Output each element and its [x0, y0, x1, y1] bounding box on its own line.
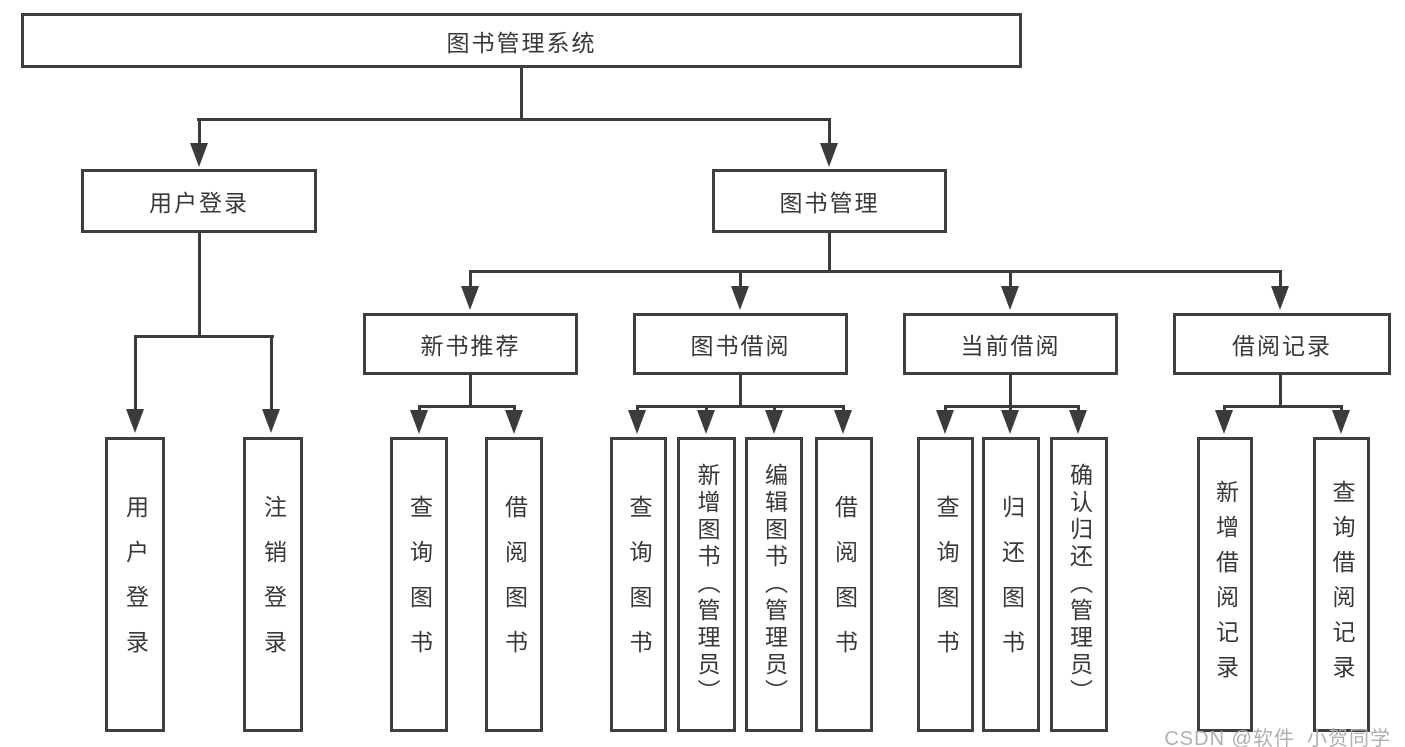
arrowhead-down-icon	[731, 286, 749, 310]
arrowhead-down-icon	[1069, 410, 1087, 434]
leaf-user-login: 用户登录	[105, 437, 165, 732]
connector-hline	[418, 405, 516, 408]
connector-hline	[197, 118, 830, 121]
node-book-mgmt-label: 图书管理	[779, 190, 880, 216]
connector-hline	[134, 335, 274, 338]
arrowhead-down-icon	[1332, 410, 1350, 434]
leaf-logout-label: 注销登录	[260, 494, 287, 675]
arrowhead-down-icon	[505, 410, 523, 434]
connector-vline	[520, 68, 523, 118]
node-user-login: 用户登录	[81, 169, 317, 233]
leaf-borrow-add-books-label: 新增图书（管理员）	[694, 463, 720, 706]
arrowhead-down-icon	[628, 410, 646, 434]
arrowhead-down-icon	[936, 410, 954, 434]
node-borrow-record-label: 借阅记录	[1232, 333, 1332, 359]
watermark: CSDN @软件_小贺同学	[1164, 728, 1391, 747]
connector-vline	[773, 405, 776, 413]
arrowhead-down-icon	[410, 410, 428, 434]
connector-vline	[739, 375, 742, 405]
arrowhead-down-icon	[1001, 410, 1019, 434]
leaf-current-query-books: 查询图书	[917, 437, 974, 732]
node-current-borrow-label: 当前借阅	[960, 333, 1061, 359]
leaf-logout: 注销登录	[243, 437, 303, 732]
node-book-borrow-label: 图书借阅	[690, 333, 791, 359]
connector-vline	[828, 118, 831, 145]
node-borrow-record: 借阅记录	[1173, 313, 1391, 375]
connector-vline	[1279, 270, 1282, 288]
leaf-current-query-books-label: 查询图书	[933, 494, 959, 675]
connector-vline	[739, 270, 742, 288]
node-new-book-rec: 新书推荐	[363, 313, 578, 375]
connector-vline	[1009, 405, 1012, 413]
connector-vline	[1077, 405, 1080, 413]
leaf-current-return-books-label: 归还图书	[998, 494, 1025, 675]
connector-vline	[636, 405, 639, 413]
leaf-borrow-query-books-label: 查询图书	[626, 494, 652, 675]
connector-vline	[1223, 405, 1226, 413]
arrowhead-down-icon	[834, 410, 852, 434]
leaf-record-query-label: 查询借阅记录	[1329, 479, 1355, 690]
connector-vline	[270, 335, 273, 411]
leaf-borrow-borrow-books-label: 借阅图书	[831, 494, 858, 675]
connector-vline	[513, 405, 516, 413]
connector-vline	[1009, 375, 1012, 405]
leaf-rec-query-books-label: 查询图书	[406, 494, 433, 675]
leaf-rec-borrow-books: 借阅图书	[485, 437, 543, 732]
arrowhead-down-icon	[765, 410, 783, 434]
leaf-record-add-label: 新增借阅记录	[1212, 479, 1239, 690]
connector-vline	[134, 335, 137, 411]
node-root: 图书管理系统	[21, 13, 1022, 68]
connector-vline	[1340, 405, 1343, 413]
leaf-rec-query-books: 查询图书	[390, 437, 448, 732]
connector-vline	[828, 233, 831, 270]
connector-hline	[469, 270, 1282, 273]
connector-hline	[636, 405, 844, 408]
arrowhead-down-icon	[697, 410, 715, 434]
leaf-borrow-edit-books: 编辑图书（管理员）	[745, 437, 803, 732]
leaf-rec-borrow-books-label: 借阅图书	[501, 494, 528, 675]
connector-vline	[1009, 270, 1012, 288]
arrowhead-down-icon	[1001, 286, 1019, 310]
connector-vline	[469, 270, 472, 288]
connector-vline	[705, 405, 708, 413]
connector-vline	[1279, 375, 1282, 405]
connector-vline	[842, 405, 845, 413]
leaf-borrow-borrow-books: 借阅图书	[815, 437, 873, 732]
arrowhead-down-icon	[1215, 410, 1233, 434]
node-root-label: 图书管理系统	[446, 29, 597, 56]
leaf-user-login-label: 用户登录	[122, 494, 149, 675]
leaf-record-add: 新增借阅记录	[1197, 437, 1253, 732]
leaf-borrow-edit-books-label: 编辑图书（管理员）	[761, 463, 788, 706]
arrowhead-down-icon	[1271, 286, 1289, 310]
connector-vline	[469, 375, 472, 405]
leaf-current-return-books: 归还图书	[982, 437, 1040, 732]
connector-vline	[198, 233, 201, 335]
leaf-borrow-query-books: 查询图书	[610, 437, 667, 732]
connector-vline	[418, 405, 421, 413]
node-book-mgmt: 图书管理	[712, 169, 947, 233]
node-user-login-label: 用户登录	[149, 190, 249, 216]
connector-vline	[198, 118, 201, 145]
arrowhead-down-icon	[461, 286, 479, 310]
arrowhead-down-icon	[262, 409, 280, 433]
node-new-book-rec-label: 新书推荐	[420, 333, 521, 359]
arrowhead-down-icon	[820, 143, 838, 167]
arrowhead-down-icon	[190, 143, 208, 167]
node-book-borrow: 图书借阅	[633, 313, 848, 375]
connector-hline	[1223, 405, 1342, 408]
leaf-record-query: 查询借阅记录	[1313, 437, 1370, 732]
arrowhead-down-icon	[126, 409, 144, 433]
leaf-borrow-add-books: 新增图书（管理员）	[677, 437, 736, 732]
connector-vline	[944, 405, 947, 413]
leaf-current-confirm-return: 确认归还（管理员）	[1050, 437, 1108, 732]
node-current-borrow: 当前借阅	[903, 313, 1118, 375]
leaf-current-confirm-return-label: 确认归还（管理员）	[1066, 463, 1093, 706]
